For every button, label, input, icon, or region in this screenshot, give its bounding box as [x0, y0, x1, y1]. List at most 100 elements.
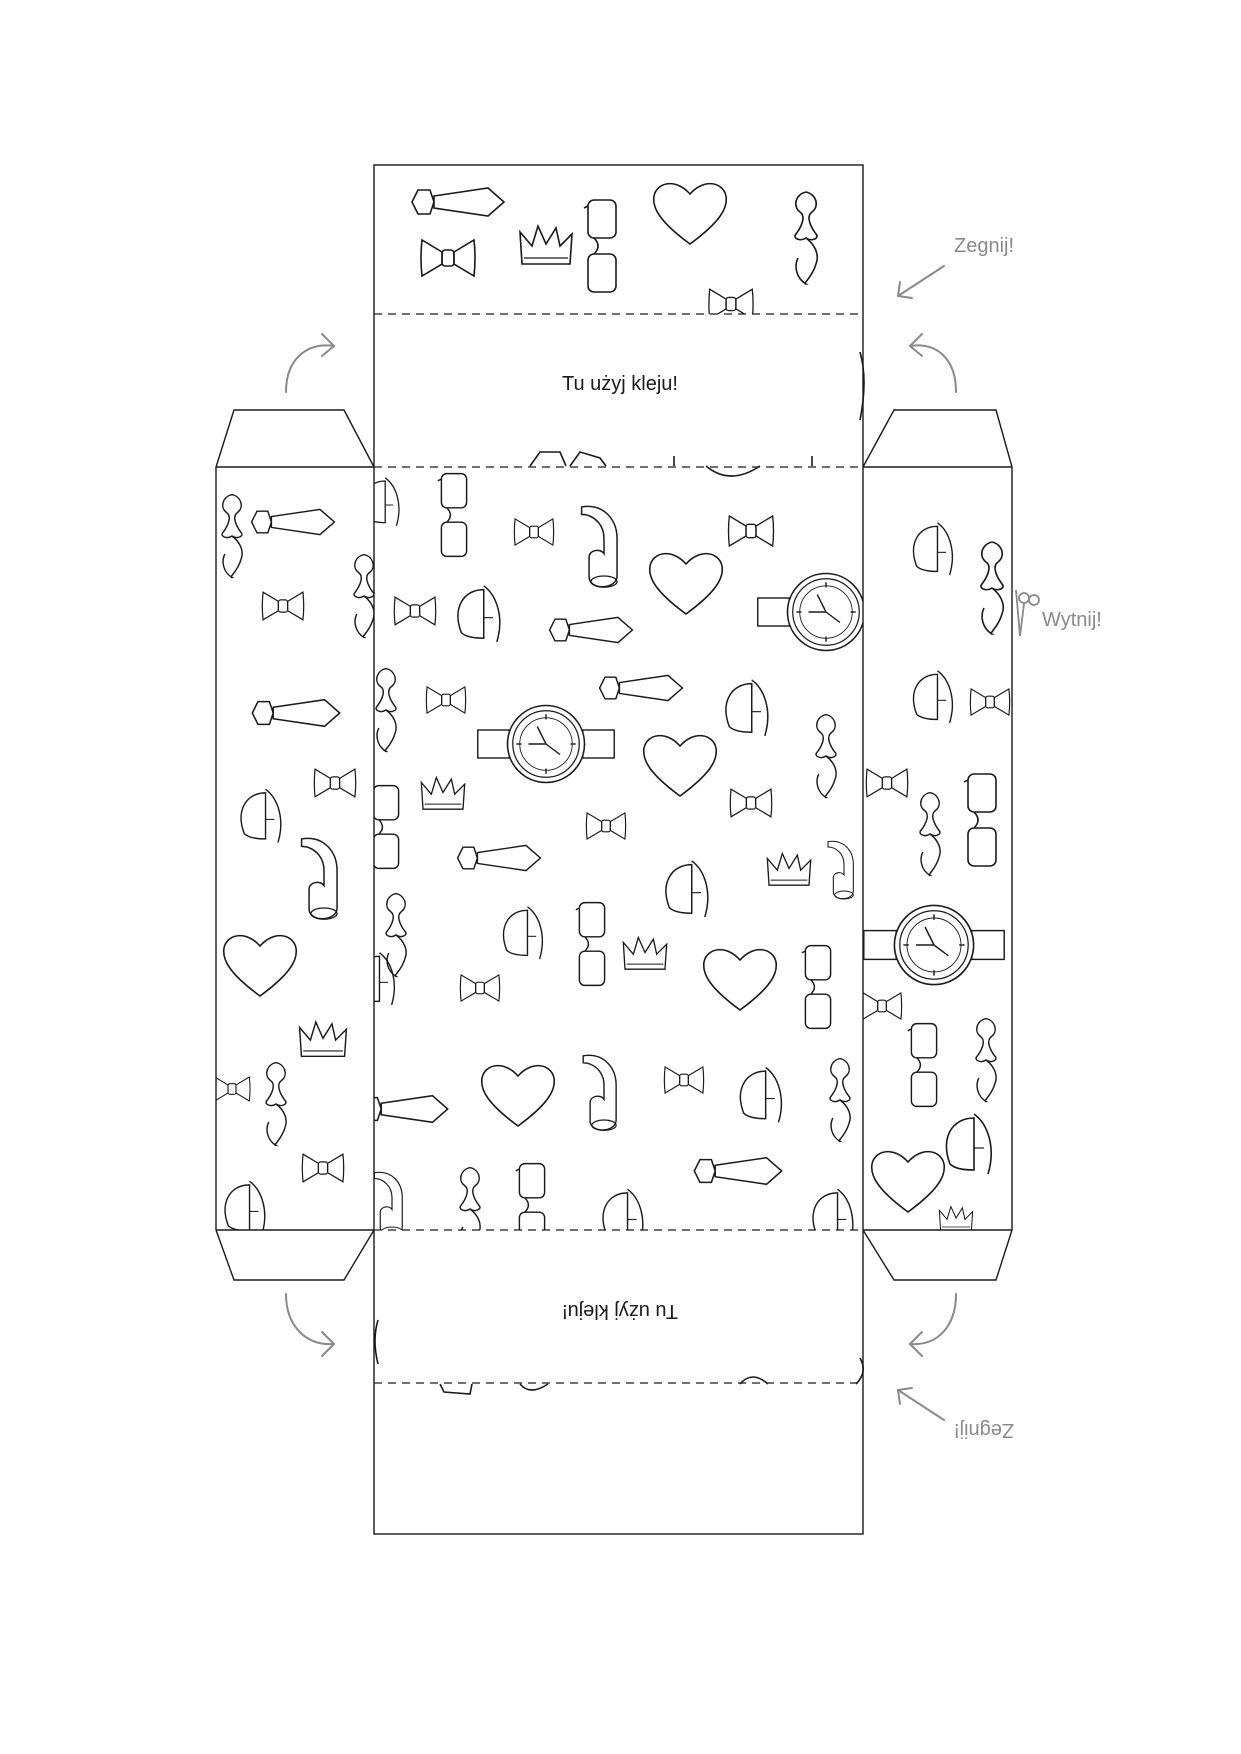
fold-lines: [374, 313, 863, 1384]
bowtie-icon: [863, 992, 903, 1020]
hat-icon: [502, 906, 544, 960]
bowtie-icon: [261, 591, 305, 621]
watch-icon: [476, 704, 616, 784]
pipe-icon: [300, 837, 338, 920]
crown-icon: [938, 1206, 974, 1230]
hat-icon: [739, 1066, 783, 1124]
pipe-icon: [374, 1171, 403, 1230]
curved-arrow-icon: [909, 333, 957, 393]
hat-icon: [374, 477, 400, 527]
mustache-icon: [979, 540, 1005, 636]
bowtie-icon: [313, 768, 357, 798]
crown-icon: [622, 936, 668, 970]
scissors-icon: [1015, 589, 1040, 637]
hat-icon: [945, 1113, 993, 1175]
heart-icon: [648, 552, 724, 615]
mustache-icon: [919, 791, 941, 877]
pipe-icon: [827, 840, 855, 900]
curved-arrow-icon: [285, 1293, 335, 1357]
fold-label-top: Zegnij!: [954, 235, 1014, 257]
heart-icon: [480, 1064, 556, 1127]
heart-icon: [702, 948, 778, 1011]
bowtie-icon: [969, 688, 1011, 716]
hat-icon: [602, 1188, 644, 1230]
glasses-icon: [583, 199, 617, 293]
hat-icon: [374, 952, 396, 1006]
mustache-icon: [353, 553, 374, 639]
glue-label-top: Tu użyj kleju!: [562, 373, 678, 395]
fold-hints: [285, 265, 957, 1421]
tie-icon: [598, 674, 684, 702]
glasses-icon: [515, 1162, 546, 1230]
hat-icon: [457, 585, 501, 643]
crown-icon: [766, 852, 812, 886]
watch-icon: [863, 904, 1006, 986]
tie-icon: [548, 616, 634, 644]
heart-icon: [870, 1150, 946, 1213]
tie-icon: [456, 844, 542, 872]
tie-icon: [251, 698, 341, 728]
bowtie-icon: [216, 1076, 251, 1102]
mustache-icon: [221, 493, 243, 579]
heart-icon: [642, 734, 718, 797]
pipe-icon: [582, 1054, 617, 1132]
heart-icon: [652, 182, 728, 245]
glasses-icon: [801, 944, 832, 1030]
hat-icon: [725, 679, 769, 737]
main-strip-outline: [373, 164, 864, 1535]
bowtie-icon: [865, 768, 909, 798]
hat-icon: [240, 788, 282, 844]
cut-outline: [215, 164, 1013, 1535]
mustache-icon: [794, 191, 819, 285]
tie-icon: [250, 508, 336, 536]
hat-icon: [912, 670, 954, 724]
glasses-icon: [906, 1022, 938, 1108]
bowtie-icon: [425, 686, 467, 714]
left-flap-pattern: [216, 493, 374, 1230]
right-flap-pattern: [863, 522, 1011, 1230]
tie-icon: [693, 1156, 783, 1186]
hat-icon: [912, 522, 954, 576]
bowtie-icon: [729, 788, 773, 818]
hat-icon: [812, 1188, 854, 1230]
crown-icon: [519, 225, 573, 265]
curved-arrow-icon: [909, 1293, 957, 1357]
bowtie-icon: [301, 1153, 345, 1183]
fold-label-bottom: Zegnij!: [954, 1419, 1014, 1441]
mustache-icon: [815, 713, 838, 799]
hat-icon: [665, 860, 709, 918]
bowtie-icon: [663, 1066, 705, 1094]
bowtie-icon: [459, 974, 501, 1002]
watch-icon: [756, 572, 863, 652]
arrow-icon: [897, 1387, 945, 1421]
hat-icon: [224, 1180, 266, 1230]
crown-icon: [420, 776, 466, 810]
arrow-icon: [897, 265, 945, 299]
top-panel-pattern: [411, 182, 819, 314]
glue-strip-pattern-traces: [374, 351, 865, 1395]
curved-arrow-icon: [285, 333, 335, 393]
pipe-icon: [580, 505, 618, 588]
left-flap-outline: [215, 409, 375, 1281]
glue-label-bottom: Tu użyj kleju!: [562, 1300, 678, 1322]
glasses-icon: [963, 773, 997, 867]
bowtie-icon: [393, 596, 437, 626]
mustache-icon: [975, 1017, 997, 1103]
crown-icon: [298, 1021, 348, 1058]
mustache-icon: [265, 1061, 287, 1147]
bowtie-icon: [513, 518, 555, 546]
glasses-icon: [437, 472, 468, 558]
mustache-icon: [459, 1166, 481, 1230]
mustache-icon: [829, 1057, 851, 1143]
heart-icon: [222, 934, 298, 997]
cut-label: Wytnij!: [1042, 609, 1102, 631]
glasses-icon: [575, 901, 606, 987]
right-flap-outline: [862, 409, 1013, 1281]
bowtie-icon: [420, 239, 476, 277]
bowtie-icon: [585, 812, 627, 840]
tie-icon: [411, 187, 505, 217]
bowtie-icon: [727, 515, 775, 547]
mustache-icon: [375, 667, 397, 753]
main-panel-pattern: [374, 472, 863, 1230]
